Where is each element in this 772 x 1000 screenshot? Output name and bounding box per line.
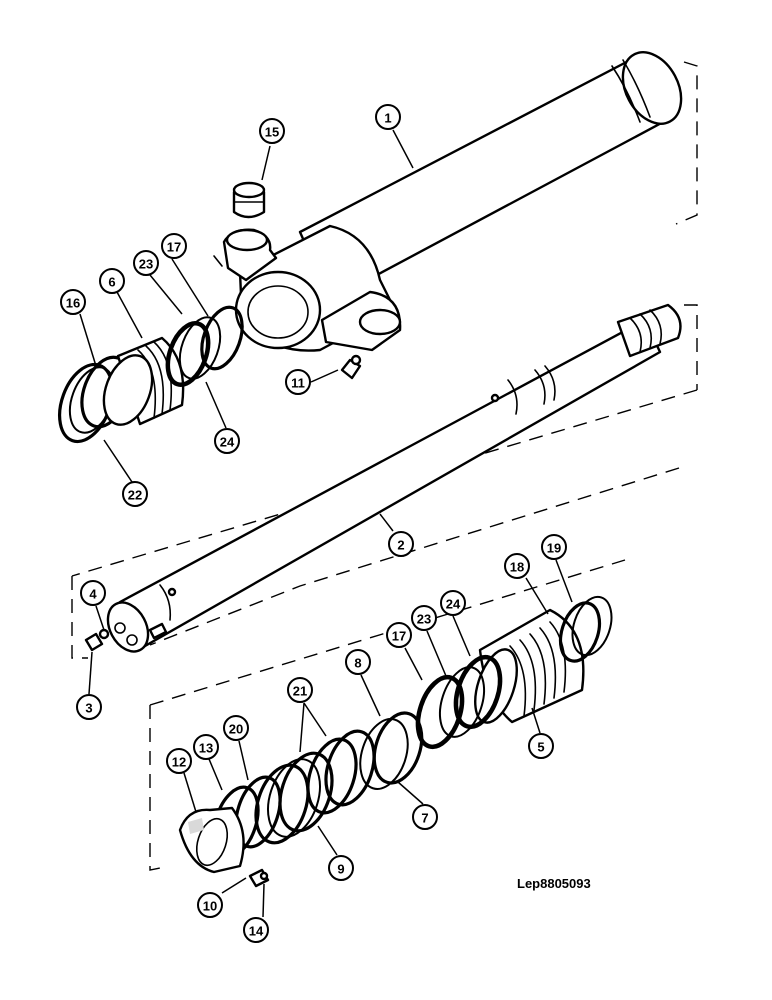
callout-4: 4 [80,580,106,606]
callout-20: 20 [223,715,249,741]
callout-7: 7 [412,804,438,830]
callout-24-lower: 24 [440,590,466,616]
callout-3-label: 3 [85,701,92,716]
callout-24-upper-label: 24 [220,435,235,450]
callout-20-label: 20 [229,722,243,737]
callout-12: 12 [166,748,192,774]
callout-3: 3 [76,694,102,720]
callout-8-label: 8 [354,656,361,671]
callout-18: 18 [504,553,530,579]
callout-11-label: 11 [291,376,305,391]
callout-21: 21 [287,677,313,703]
callout-21-label: 21 [293,684,307,699]
callout-9: 9 [328,855,354,881]
callout-13-label: 13 [199,741,213,756]
drawing-reference-code: Lep8805093 [517,876,591,891]
callout-17-lower-label: 17 [392,629,406,644]
grease-fitting-part-11 [340,354,362,380]
callout-2: 2 [388,531,414,557]
set-screw-and-ball-parts-3-4 [84,628,110,652]
callout-6-label: 6 [108,275,115,290]
callout-1-label: 1 [384,111,391,126]
callout-13: 13 [193,734,219,760]
callout-10-label: 10 [203,899,217,914]
retaining-ring-and-nut-parts [178,775,282,874]
callout-24-upper: 24 [214,428,240,454]
callout-8: 8 [345,649,371,675]
callout-23-upper-label: 23 [139,257,153,272]
cylinder-barrel [213,51,683,352]
callout-12-label: 12 [172,755,186,770]
callout-18-label: 18 [510,560,524,575]
callout-17-upper-label: 17 [167,240,181,255]
callout-leaders [79,129,573,918]
callout-22-label: 22 [128,488,142,503]
callout-10: 10 [197,892,223,918]
callout-6: 6 [99,268,125,294]
callout-17-lower: 17 [386,622,412,648]
callout-5-label: 5 [537,740,544,755]
callout-22: 22 [122,481,148,507]
callout-9-label: 9 [337,862,344,877]
piston-part-5 [474,595,613,724]
callout-14-label: 14 [249,924,264,939]
callout-14: 14 [243,917,269,943]
callout-7-label: 7 [421,811,428,826]
callout-15: 15 [259,118,285,144]
callout-2-label: 2 [397,538,404,553]
callout-11: 11 [285,369,311,395]
piston-rod [106,303,682,653]
callout-23-lower: 23 [411,605,437,631]
callout-24-lower-label: 24 [446,597,461,612]
callout-23-upper: 23 [133,250,159,276]
callout-5: 5 [528,733,554,759]
callout-16-label: 16 [66,296,80,311]
bushing-part-15 [232,181,266,219]
gland-assembly-upper [58,305,244,444]
callout-19-label: 19 [547,541,561,556]
callout-1: 1 [375,104,401,130]
piston-seals-lower [415,654,503,750]
set-screw-parts-10-14 [248,868,270,888]
seal-stack-lower [254,711,424,845]
callout-23-lower-label: 23 [417,612,431,627]
callout-15-label: 15 [265,125,279,140]
callout-17-upper: 17 [161,233,187,259]
callout-4-label: 4 [89,587,97,602]
callout-16: 16 [60,289,86,315]
callout-19: 19 [541,534,567,560]
